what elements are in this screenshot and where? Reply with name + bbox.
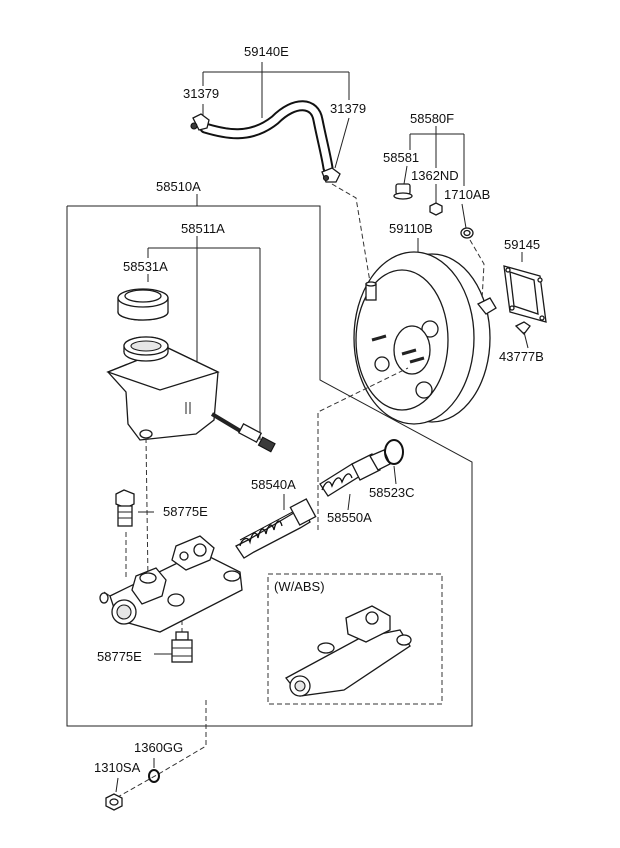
fitting-lower <box>154 620 193 663</box>
label-abs-variant: (W/ABS) <box>274 579 325 594</box>
label-snap-ring: 58523C <box>369 485 415 500</box>
reservoir-leader-lines <box>147 236 261 440</box>
label-check-valve: 58581 <box>383 150 420 165</box>
washer <box>148 758 160 783</box>
cylinder-to-booster-dash <box>317 367 409 530</box>
label-grommet-1710: 1710AB <box>444 187 491 202</box>
label-fitting-lower: 58775E <box>97 649 142 664</box>
label-brake-hose-assy: 59140E <box>244 44 289 59</box>
label-hose-clamp-left: 31379 <box>183 86 220 101</box>
master-cylinder-frame <box>66 194 473 727</box>
vacuum-hose <box>190 100 341 183</box>
label-booster-assy: 59110B <box>389 221 433 236</box>
label-nut-1362: 1362ND <box>411 168 459 183</box>
label-reservoir-assy: 58511A <box>181 221 225 236</box>
fitting-upper <box>115 489 154 527</box>
label-check-valve-kit: 58580F <box>410 111 455 126</box>
snap-ring <box>384 439 404 485</box>
label-flange-nut: 1310SA <box>94 760 141 775</box>
secondary-piston <box>319 449 391 511</box>
primary-piston <box>235 494 317 559</box>
nut-dash <box>115 700 207 799</box>
abs-variant-box <box>267 573 443 705</box>
label-secondary-piston: 58550A <box>327 510 372 525</box>
label-master-cylinder-assy: 58510A <box>156 179 201 194</box>
check-valve-parts <box>393 183 474 239</box>
hose-to-booster-dash <box>331 183 371 283</box>
label-reservoir-cap: 58531A <box>123 259 168 274</box>
label-fitting-upper: 58775E <box>163 504 208 519</box>
reservoir <box>106 336 276 453</box>
label-gasket: 59145 <box>504 237 541 252</box>
label-primary-piston: 58540A <box>251 477 296 492</box>
hose-leader-lines <box>202 62 350 169</box>
label-hose-clamp-right: 31379 <box>330 101 367 116</box>
reservoir-cap <box>117 288 169 321</box>
check-valve-leader-lines <box>403 126 467 229</box>
reservoir-to-cylinder-dash <box>145 437 149 581</box>
grommet-to-booster-dash <box>469 239 485 301</box>
brake-booster <box>353 238 497 425</box>
flange-nut <box>105 777 123 811</box>
label-washer: 1360GG <box>134 740 184 755</box>
master-cylinder <box>99 535 243 633</box>
clip <box>514 321 531 349</box>
label-clip: 43777B <box>499 349 544 364</box>
gasket <box>503 252 547 323</box>
